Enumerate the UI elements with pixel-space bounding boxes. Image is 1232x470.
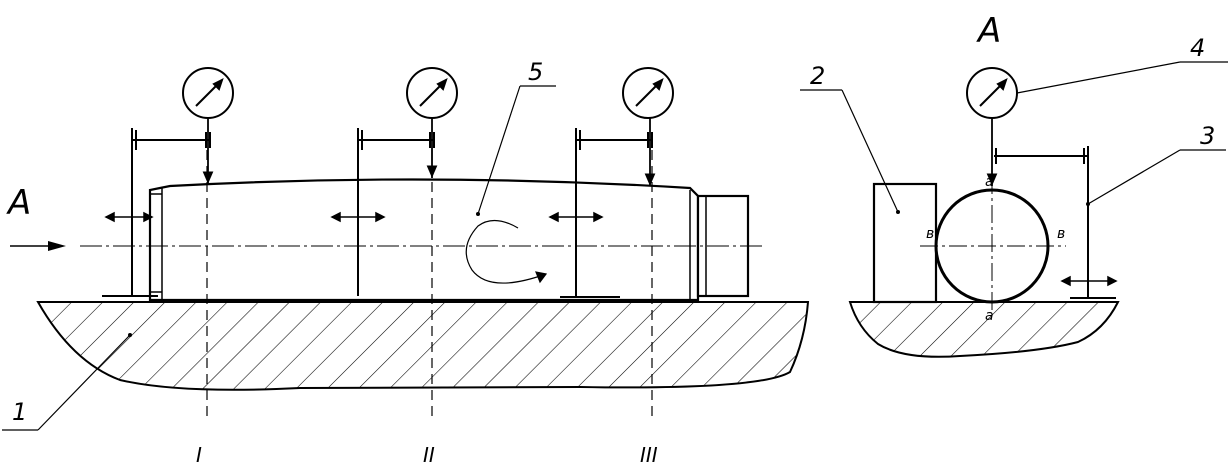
double-arrow-icon bbox=[548, 211, 604, 223]
indicator-stands bbox=[102, 128, 653, 298]
point-label-right: в bbox=[1057, 226, 1065, 242]
section-label-3: III bbox=[640, 443, 658, 467]
dial-indicator-icon bbox=[406, 67, 458, 119]
callout-2-label: 2 bbox=[810, 62, 825, 90]
double-arrow-icon bbox=[1060, 275, 1118, 287]
dial-indicator-icon bbox=[966, 67, 1018, 119]
callout-3-leader bbox=[1087, 149, 1226, 205]
callout-dot bbox=[896, 210, 900, 214]
dial-indicator-icon bbox=[182, 67, 234, 119]
view-title: A bbox=[976, 11, 1001, 51]
callout-4-leader bbox=[1016, 61, 1228, 94]
callout-5-leader bbox=[477, 85, 556, 215]
rotation-arrow-icon bbox=[465, 219, 548, 284]
support-block bbox=[872, 182, 938, 304]
section-lines bbox=[206, 150, 653, 420]
indicator-stand-right bbox=[994, 146, 1116, 299]
callout-dot bbox=[476, 212, 480, 216]
view-marker-label: A bbox=[6, 183, 31, 223]
point-label-top: a bbox=[985, 174, 994, 190]
section-label-2: II bbox=[423, 443, 435, 467]
base-plate-left bbox=[36, 301, 810, 391]
callout-dot bbox=[128, 333, 132, 337]
point-label-bottom: a bbox=[985, 308, 994, 324]
callout-1-leader bbox=[2, 334, 131, 431]
callout-dot bbox=[1086, 202, 1090, 206]
indicator-stems bbox=[202, 118, 656, 186]
double-arrow-icon bbox=[104, 211, 154, 223]
dial-indicator-icon bbox=[622, 67, 674, 119]
callout-2-leader bbox=[800, 89, 899, 213]
point-label-left: в bbox=[926, 226, 934, 242]
base-plate-right bbox=[848, 301, 1120, 358]
view-arrow bbox=[10, 241, 66, 251]
callout-5-label: 5 bbox=[528, 58, 543, 86]
callout-1-label: 1 bbox=[12, 398, 27, 426]
shaft bbox=[148, 178, 750, 302]
double-arrow-icon bbox=[330, 211, 386, 223]
callout-4-label: 4 bbox=[1190, 34, 1205, 62]
section-label-1: I bbox=[196, 443, 202, 467]
callout-3-label: 3 bbox=[1200, 122, 1215, 150]
